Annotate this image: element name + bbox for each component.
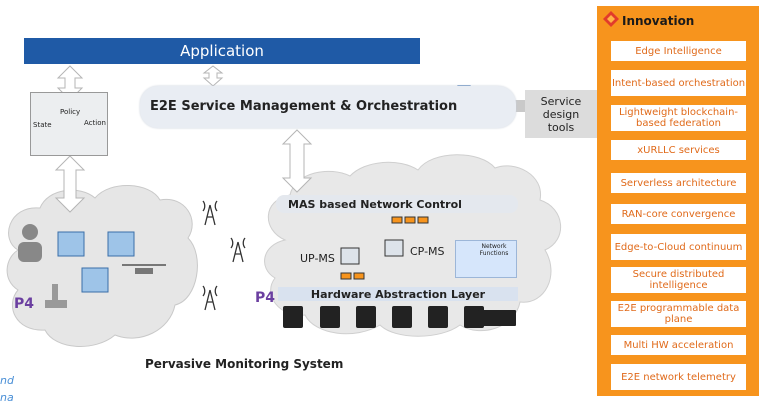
edge-devices — [57, 231, 135, 293]
monitoring-title: Pervasive Monitoring System — [145, 357, 344, 371]
drone-icon — [122, 264, 166, 274]
innovation-item: Multi HW acceleration — [611, 335, 746, 355]
orchestration-box — [140, 86, 516, 128]
orchestration-title: E2E Service Management & Orchestration — [150, 99, 458, 114]
service-design-tools-box: Service design tools — [525, 90, 597, 138]
p4-logo-icons: P4 P4 — [14, 290, 275, 312]
hardware-abstraction-layer: Hardware Abstraction Layer — [278, 287, 518, 301]
state-label: State — [33, 121, 52, 129]
innovation-item: xURLLC services — [611, 140, 746, 160]
innovation-item: Lightweight blockchain-based federation — [611, 105, 746, 131]
mas-control-title: MAS based Network Control — [288, 198, 462, 211]
network-functions-box — [455, 240, 517, 278]
mas-control-box — [276, 195, 518, 213]
hardware-row — [283, 306, 516, 328]
svg-text:P4: P4 — [14, 296, 34, 312]
cut-off-caption: nd na — [0, 372, 14, 406]
edge-cloud — [6, 185, 198, 347]
innovation-item: Secure distributed intelligence — [611, 267, 746, 293]
policy-loop-box — [30, 92, 108, 156]
innovation-title: Innovation — [622, 14, 695, 28]
svg-text:P4: P4 — [255, 290, 275, 306]
innovation-item: Edge Intelligence — [611, 41, 746, 61]
robot-arm-icon — [45, 284, 67, 308]
person-icon — [18, 224, 42, 262]
innovation-item: E2E network telemetry — [611, 364, 746, 390]
up-ms-label: UP-MS — [300, 252, 335, 265]
arrows — [54, 65, 313, 213]
cut-off-line-2: na — [0, 391, 14, 404]
service-design-tools-label: Service design tools — [540, 94, 582, 134]
innovation-logo-icon — [603, 11, 619, 27]
action-label: Action — [84, 119, 106, 127]
antenna-icons — [202, 200, 246, 311]
policy-label: Policy — [60, 108, 81, 116]
network-functions-label: Network Functions — [479, 243, 509, 257]
innovation-item: Edge-to-Cloud continuum — [611, 234, 746, 260]
innovation-item: E2E programmable data plane — [611, 301, 746, 327]
innovation-item: RAN-core convergence — [611, 204, 746, 224]
innovation-item: Serverless architecture — [611, 173, 746, 193]
innovation-item: Intent-based orchestration — [611, 70, 746, 96]
cut-off-line-1: nd — [0, 374, 14, 387]
application-bar: Application — [24, 38, 420, 64]
cp-ms-label: CP-MS — [410, 245, 445, 258]
